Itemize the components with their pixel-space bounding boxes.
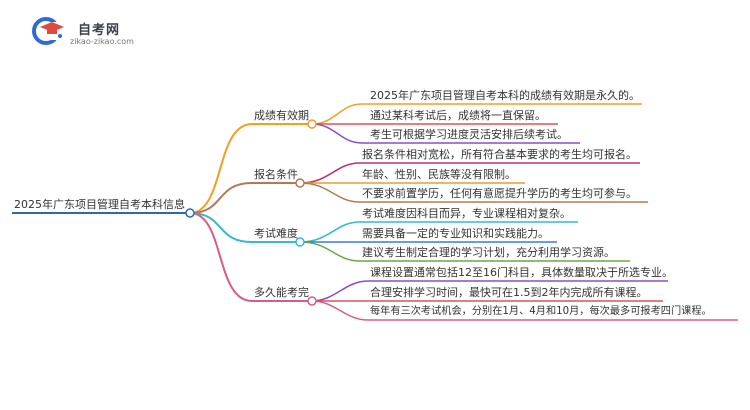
leaf-4-1: 课程设置通常包括12至16门科目，具体数量取决于所选专业。 <box>370 266 673 279</box>
leaf-2-1: 报名条件相对宽松，所有符合基本要求的考生均可报名。 <box>362 148 637 161</box>
connector-leaf-4-3 <box>311 300 369 321</box>
connector-branch-2 <box>189 182 253 214</box>
connector-branch-1 <box>189 123 253 214</box>
leaf-1-3: 考生可根据学习进度灵活安排后续考试。 <box>370 128 568 141</box>
connector-leaf-2-1 <box>299 162 361 184</box>
site-logo[interactable]: 自考网 zikao-zikao.com <box>30 10 170 52</box>
leaf-3-3: 建议考生制定合理的学习计划，充分利用学习资源。 <box>362 246 615 259</box>
leaf-4-3: 每年有三次考试机会，分别在1月、4月和10月，每次最多可报考四门课程。 <box>370 306 712 317</box>
root-node-dot <box>185 208 195 218</box>
branch-label-2[interactable]: 报名条件 <box>254 168 298 181</box>
connector-leaf-4-1 <box>311 280 369 302</box>
graduation-cap-icon <box>32 17 64 45</box>
leaf-2-3: 不要求前置学历，任何有意愿提升学历的考生均可参与。 <box>362 187 637 200</box>
connector-leaf-1-1 <box>311 103 363 125</box>
leaf-1-2: 通过某科考试后，成绩将一直保留。 <box>370 109 546 122</box>
logo-subtitle: zikao-zikao.com <box>70 37 134 46</box>
branch-2-node-dot <box>295 178 305 188</box>
connector-branch-3 <box>189 212 253 243</box>
branch-4-node-dot <box>307 296 317 306</box>
leaf-4-2: 合理安排学习时间，最快可在1.5到2年内完成所有课程。 <box>370 286 648 299</box>
logo-title: 自考网 <box>78 23 121 38</box>
branch-label-4[interactable]: 多久能考完 <box>254 286 309 299</box>
root-topic[interactable]: 2025年广东项目管理自考本科信息 <box>14 198 185 211</box>
connector-leaf-1-3 <box>311 123 363 144</box>
branch-1-node-dot <box>307 119 317 129</box>
connector-leaf-2-3 <box>299 182 361 203</box>
leaf-2-2: 年龄、性别、民族等没有限制。 <box>362 168 516 181</box>
leaf-3-2: 需要具备一定的专业知识和实践能力。 <box>362 227 549 240</box>
leaf-3-1: 考试难度因科目而异，专业课程相对复杂。 <box>362 207 571 220</box>
connector-leaf-3-3 <box>299 241 361 262</box>
connector-branch-4 <box>189 212 253 302</box>
connector-leaf-3-1 <box>299 221 361 243</box>
branch-label-1[interactable]: 成绩有效期 <box>254 109 309 122</box>
branch-3-node-dot <box>295 237 305 247</box>
leaf-1-1: 2025年广东项目管理自考本科的成绩有效期是永久的。 <box>370 89 640 102</box>
branch-label-3[interactable]: 考试难度 <box>254 227 298 240</box>
